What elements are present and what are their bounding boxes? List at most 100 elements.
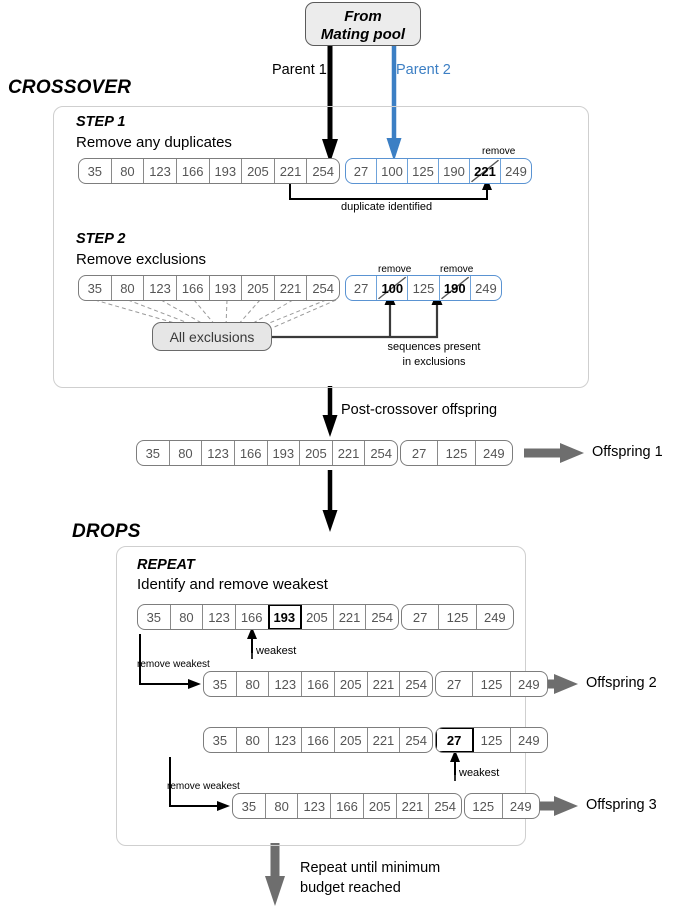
gene-cell: 27: [402, 605, 440, 629]
gene-value: 254: [312, 280, 335, 296]
gene-value: 190: [443, 163, 465, 179]
parent1-label: Parent 1: [272, 62, 327, 78]
gene-cell: 166: [302, 672, 335, 696]
gene-value: 123: [274, 676, 297, 692]
gene-value: 123: [303, 798, 326, 814]
gene-value: 205: [339, 732, 362, 748]
gene-cell: 123: [203, 605, 236, 629]
gene-value: 125: [480, 676, 503, 692]
gene-value: 190: [443, 280, 466, 296]
gene-cell: 249: [501, 159, 531, 183]
step2-callout-line1: sequences present: [387, 341, 481, 353]
gene-value: 100: [381, 163, 403, 179]
section-title-drops: DROPS: [72, 521, 141, 542]
gene-cell: 27: [436, 728, 475, 752]
gene-cell: 100: [377, 159, 408, 183]
gene-cell: 254: [400, 728, 432, 752]
gene-cell: 35: [233, 794, 266, 818]
gene-cell: 221: [333, 441, 366, 465]
step2-title: STEP 2: [76, 231, 126, 247]
drop2-remove-label: remove weakest: [167, 781, 240, 792]
mating-pool-line2: Mating pool: [320, 26, 406, 43]
gene-value: 221: [279, 163, 302, 179]
gene-value: 27: [412, 609, 428, 625]
gene-cell: 125: [439, 605, 477, 629]
gene-value: 27: [411, 445, 427, 461]
gene-cell: 249: [471, 276, 501, 300]
repeat-title: REPEAT: [137, 557, 195, 573]
gene-value: 249: [483, 609, 506, 625]
gene-cell: 221: [397, 794, 430, 818]
gene-value: 249: [517, 676, 540, 692]
gene-cell: 80: [237, 728, 270, 752]
gene-value: 35: [87, 163, 103, 179]
gene-value: 35: [145, 445, 161, 461]
gene-value: 254: [370, 445, 393, 461]
gene-value: 80: [245, 676, 260, 692]
gene-value: 205: [368, 798, 391, 814]
gene-value: 221: [474, 163, 496, 179]
gene-cell: 80: [266, 794, 299, 818]
gene-cell: 193: [268, 441, 301, 465]
gene-value: 166: [240, 609, 263, 625]
offspring3-label: Offspring 3: [586, 797, 657, 813]
step1-subtitle: Remove any duplicates: [76, 134, 232, 151]
gene-value: 123: [208, 609, 230, 625]
gene-cell: 221: [470, 159, 501, 183]
gene-cell: 27: [436, 672, 474, 696]
gene-cell: 254: [366, 605, 398, 629]
step1-callout: duplicate identified: [341, 201, 433, 213]
gene-cell: 193: [210, 276, 243, 300]
gene-value: 205: [247, 280, 269, 296]
gene-value: 254: [405, 732, 428, 748]
gene-value: 80: [245, 732, 260, 748]
gene-value: 221: [337, 445, 360, 461]
step2-remove-label-2: remove: [440, 264, 474, 275]
gene-value: 193: [214, 163, 237, 179]
offspring1-label: Offspring 1: [592, 444, 663, 460]
gene-value: 221: [372, 732, 395, 748]
gene-cell: 205: [301, 605, 334, 629]
gene-value: 27: [353, 280, 369, 296]
gene-value: 80: [179, 609, 194, 625]
gene-value: 35: [146, 609, 162, 625]
gene-cell: 254: [400, 672, 432, 696]
gene-cell: 205: [335, 672, 368, 696]
gene-cell: 166: [177, 276, 210, 300]
offspring2-label: Offspring 2: [586, 675, 657, 691]
gene-value: 35: [212, 676, 228, 692]
gene-value: 125: [446, 609, 469, 625]
gene-cell: 205: [335, 728, 368, 752]
footer-line2: budget reached: [300, 880, 401, 896]
strikethrough-icon: [470, 159, 500, 183]
gene-value: 205: [247, 163, 269, 179]
gene-value: 254: [405, 676, 428, 692]
gene-value: 123: [149, 163, 171, 179]
gene-value: 205: [306, 609, 328, 625]
gene-value: 27: [446, 732, 462, 748]
gene-value: 166: [181, 163, 204, 179]
gene-value: 166: [239, 445, 262, 461]
gene-cell: 254: [429, 794, 461, 818]
gene-value: 193: [272, 445, 295, 461]
gene-cell: 123: [202, 441, 235, 465]
parent2-label: Parent 2: [396, 62, 451, 78]
crossover-panel: [53, 106, 589, 388]
gene-cell: 27: [346, 159, 377, 183]
gene-value: 123: [149, 280, 171, 296]
gene-cell: 80: [112, 159, 145, 183]
gene-cell: 35: [137, 441, 170, 465]
gene-value: 166: [307, 676, 329, 692]
gene-value: 249: [475, 280, 497, 296]
gene-cell: 205: [242, 159, 275, 183]
gene-value: 100: [381, 280, 404, 296]
gene-value: 249: [482, 445, 505, 461]
repeat-subtitle: Identify and remove weakest: [137, 576, 328, 593]
gene-cell: 166: [177, 159, 210, 183]
gene-value: 193: [214, 280, 237, 296]
gene-cell: 125: [438, 441, 476, 465]
